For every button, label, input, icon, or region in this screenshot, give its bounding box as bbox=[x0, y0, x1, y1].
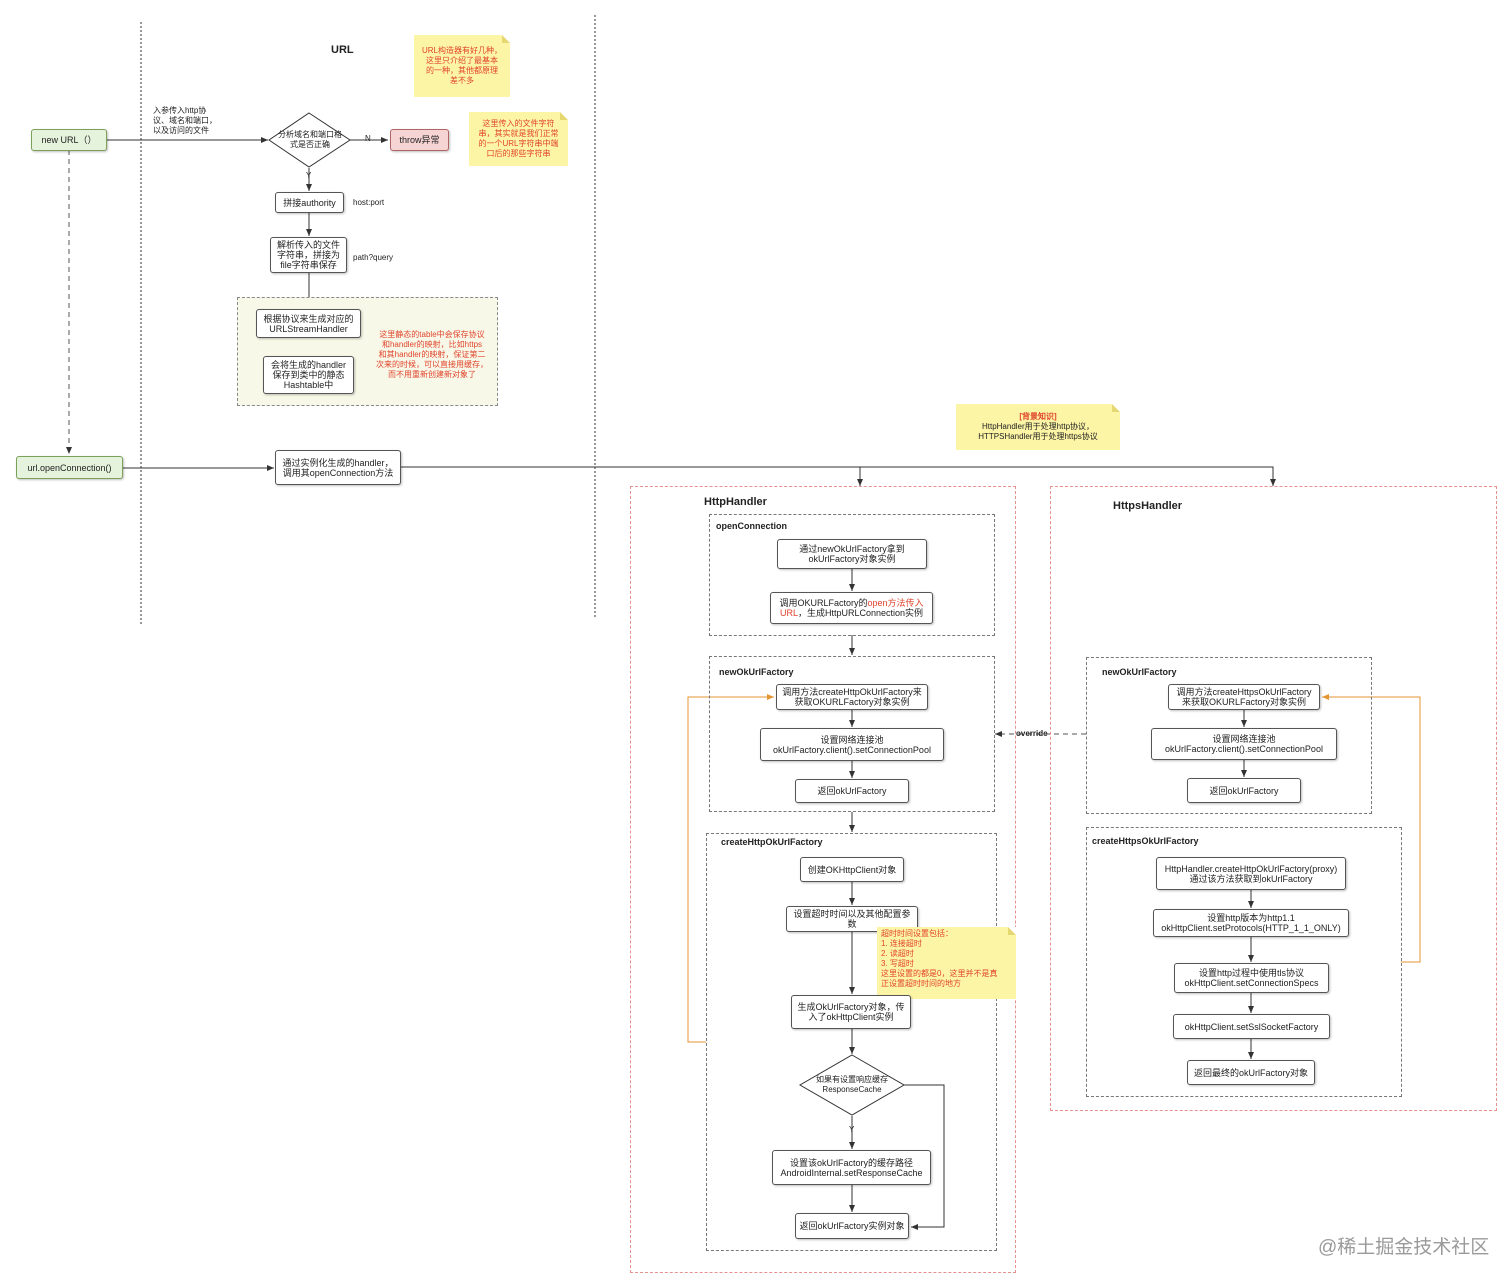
https-new-factory-group-label: newOkUrlFactory bbox=[1102, 667, 1177, 677]
no-label: N bbox=[365, 134, 371, 143]
set-cache-node[interactable]: 设置该okUrlFactory的缓存路径 AndroidInternal.set… bbox=[772, 1150, 931, 1185]
https-call-create-node[interactable]: 调用方法createHttpsOkUrlFactory 来获取OKURLFact… bbox=[1168, 684, 1320, 710]
https-handler-group bbox=[1050, 486, 1497, 1111]
cache-diamond[interactable] bbox=[799, 1054, 905, 1116]
yes-label: Y bbox=[306, 171, 312, 180]
override-label: override bbox=[1016, 729, 1048, 738]
https-return-factory-node[interactable]: 返回okUrlFactory bbox=[1187, 778, 1301, 803]
sticky-note-file-string: 这里传入的文件字符 串，其实就是我们正常 的一个URL字符串中端 口后的那些字符… bbox=[469, 112, 568, 166]
save-handler-node[interactable]: 会将生成的handler 保存到类中的静态 Hashtable中 bbox=[263, 356, 354, 394]
open-connection-group-label: openConnection bbox=[716, 521, 787, 531]
timeout-note: 超时时间设置包括： 1. 连接超时 2. 读超时 3. 写超时 这里设置的都是0… bbox=[877, 927, 1016, 999]
check-format-diamond[interactable] bbox=[268, 112, 351, 168]
cache-yes-label: Y bbox=[849, 1125, 855, 1134]
build-authority-node[interactable]: 拼接authority bbox=[275, 192, 344, 213]
https-create-factory-group bbox=[1086, 827, 1402, 1097]
gen-factory-node[interactable]: 生成OkUrlFactory对象，传 入了okHttpClient实例 bbox=[791, 995, 911, 1029]
create-factory-group bbox=[706, 833, 997, 1251]
call-open-highlight: open方法传入 URL bbox=[779, 598, 924, 618]
set-pool-node[interactable]: 设置网络连接池 okUrlFactory.client().setConnect… bbox=[760, 728, 944, 761]
new-url-node[interactable]: new URL（） bbox=[31, 129, 107, 151]
background-note-title: [背景知识] bbox=[1019, 412, 1057, 421]
call-handler-node[interactable]: 通过实例化生成的handler， 调用其openConnection方法 bbox=[275, 450, 401, 485]
url-section-title: URL bbox=[331, 44, 354, 56]
http-handler-group bbox=[630, 486, 1016, 1273]
path-query-label: path?query bbox=[353, 253, 394, 262]
call-open-prefix: 调用OKURLFactory的 bbox=[779, 598, 868, 608]
get-factory-node[interactable]: 通过newOkUrlFactory拿到 okUrlFactory对象实例 bbox=[777, 539, 927, 569]
parse-file-node[interactable]: 解析传入的文件 字符串，拼接为 file字符串保存 bbox=[270, 237, 347, 273]
open-connection-group bbox=[709, 514, 995, 636]
throw-node[interactable]: throw异常 bbox=[390, 129, 449, 151]
create-factory-group-label: createHttpOkUrlFactory bbox=[721, 837, 823, 847]
via-http-node[interactable]: HttpHandler.createHttpOkUrlFactory(proxy… bbox=[1156, 857, 1346, 890]
open-connection-node[interactable]: url.openConnection() bbox=[16, 456, 123, 479]
background-note-body: HttpHandler用于处理http协议， HTTPSHandler用于处理h… bbox=[978, 422, 1098, 441]
return-final-node[interactable]: 返回最终的okUrlFactory对象 bbox=[1187, 1060, 1315, 1085]
call-open-node[interactable]: 调用OKURLFactory的open方法传入 URL，生成HttpURLCon… bbox=[770, 592, 933, 624]
set-specs-node[interactable]: 设置http过程中使用tls协议 okHttpClient.setConnect… bbox=[1174, 963, 1329, 993]
new-factory-group bbox=[709, 656, 995, 812]
call-open-suffix: ，生成HttpURLConnection实例 bbox=[797, 608, 924, 618]
set-protocols-node[interactable]: 设置http版本为http1.1 okHttpClient.setProtoco… bbox=[1153, 909, 1349, 937]
set-ssl-node[interactable]: okHttpClient.setSslSocketFactory bbox=[1173, 1014, 1330, 1039]
background-note: [背景知识] HttpHandler用于处理http协议， HTTPSHandl… bbox=[956, 404, 1120, 450]
return-factory-node[interactable]: 返回okUrlFactory bbox=[795, 779, 909, 803]
https-set-pool-node[interactable]: 设置网络连接池 okUrlFactory.client().setConnect… bbox=[1151, 728, 1337, 760]
gen-handler-node[interactable]: 根据协议来生成对应的 URLStreamHandler bbox=[256, 309, 361, 338]
create-client-node[interactable]: 创建OKHttpClient对象 bbox=[800, 857, 904, 882]
watermark: @稀土掘金技术社区 bbox=[1318, 1237, 1490, 1258]
host-port-label: host:port bbox=[353, 198, 385, 207]
return-instance-node[interactable]: 返回okUrlFactory实例对象 bbox=[795, 1213, 909, 1239]
cache-diamond-label: 如果有设置响应缓存 ResponseCache bbox=[816, 1075, 888, 1094]
new-factory-group-label: newOkUrlFactory bbox=[719, 667, 794, 677]
input-note: 入参传入http协 议、域名和端口， 以及访问的文件 bbox=[153, 106, 217, 135]
https-new-factory-group bbox=[1086, 657, 1372, 814]
sticky-note-constructors: URL构造器有好几种， 这里只介绍了最基本 的一种，其他都原理 差不多 bbox=[414, 35, 510, 97]
call-create-node[interactable]: 调用方法createHttpOkUrlFactory来 获取OKURLFacto… bbox=[776, 684, 928, 710]
table-note: 这里静态的table中会保存协议 和handler的映射，比如https 和其h… bbox=[376, 330, 488, 379]
https-handler-title: HttpsHandler bbox=[1113, 500, 1183, 512]
set-timeout-node[interactable]: 设置超时时间以及其他配置参数 bbox=[786, 906, 918, 932]
https-create-factory-group-label: createHttpsOkUrlFactory bbox=[1092, 836, 1199, 846]
http-handler-title: HttpHandler bbox=[704, 496, 767, 508]
check-format-label: 分析域名和端口格 式是否正确 bbox=[278, 130, 342, 149]
